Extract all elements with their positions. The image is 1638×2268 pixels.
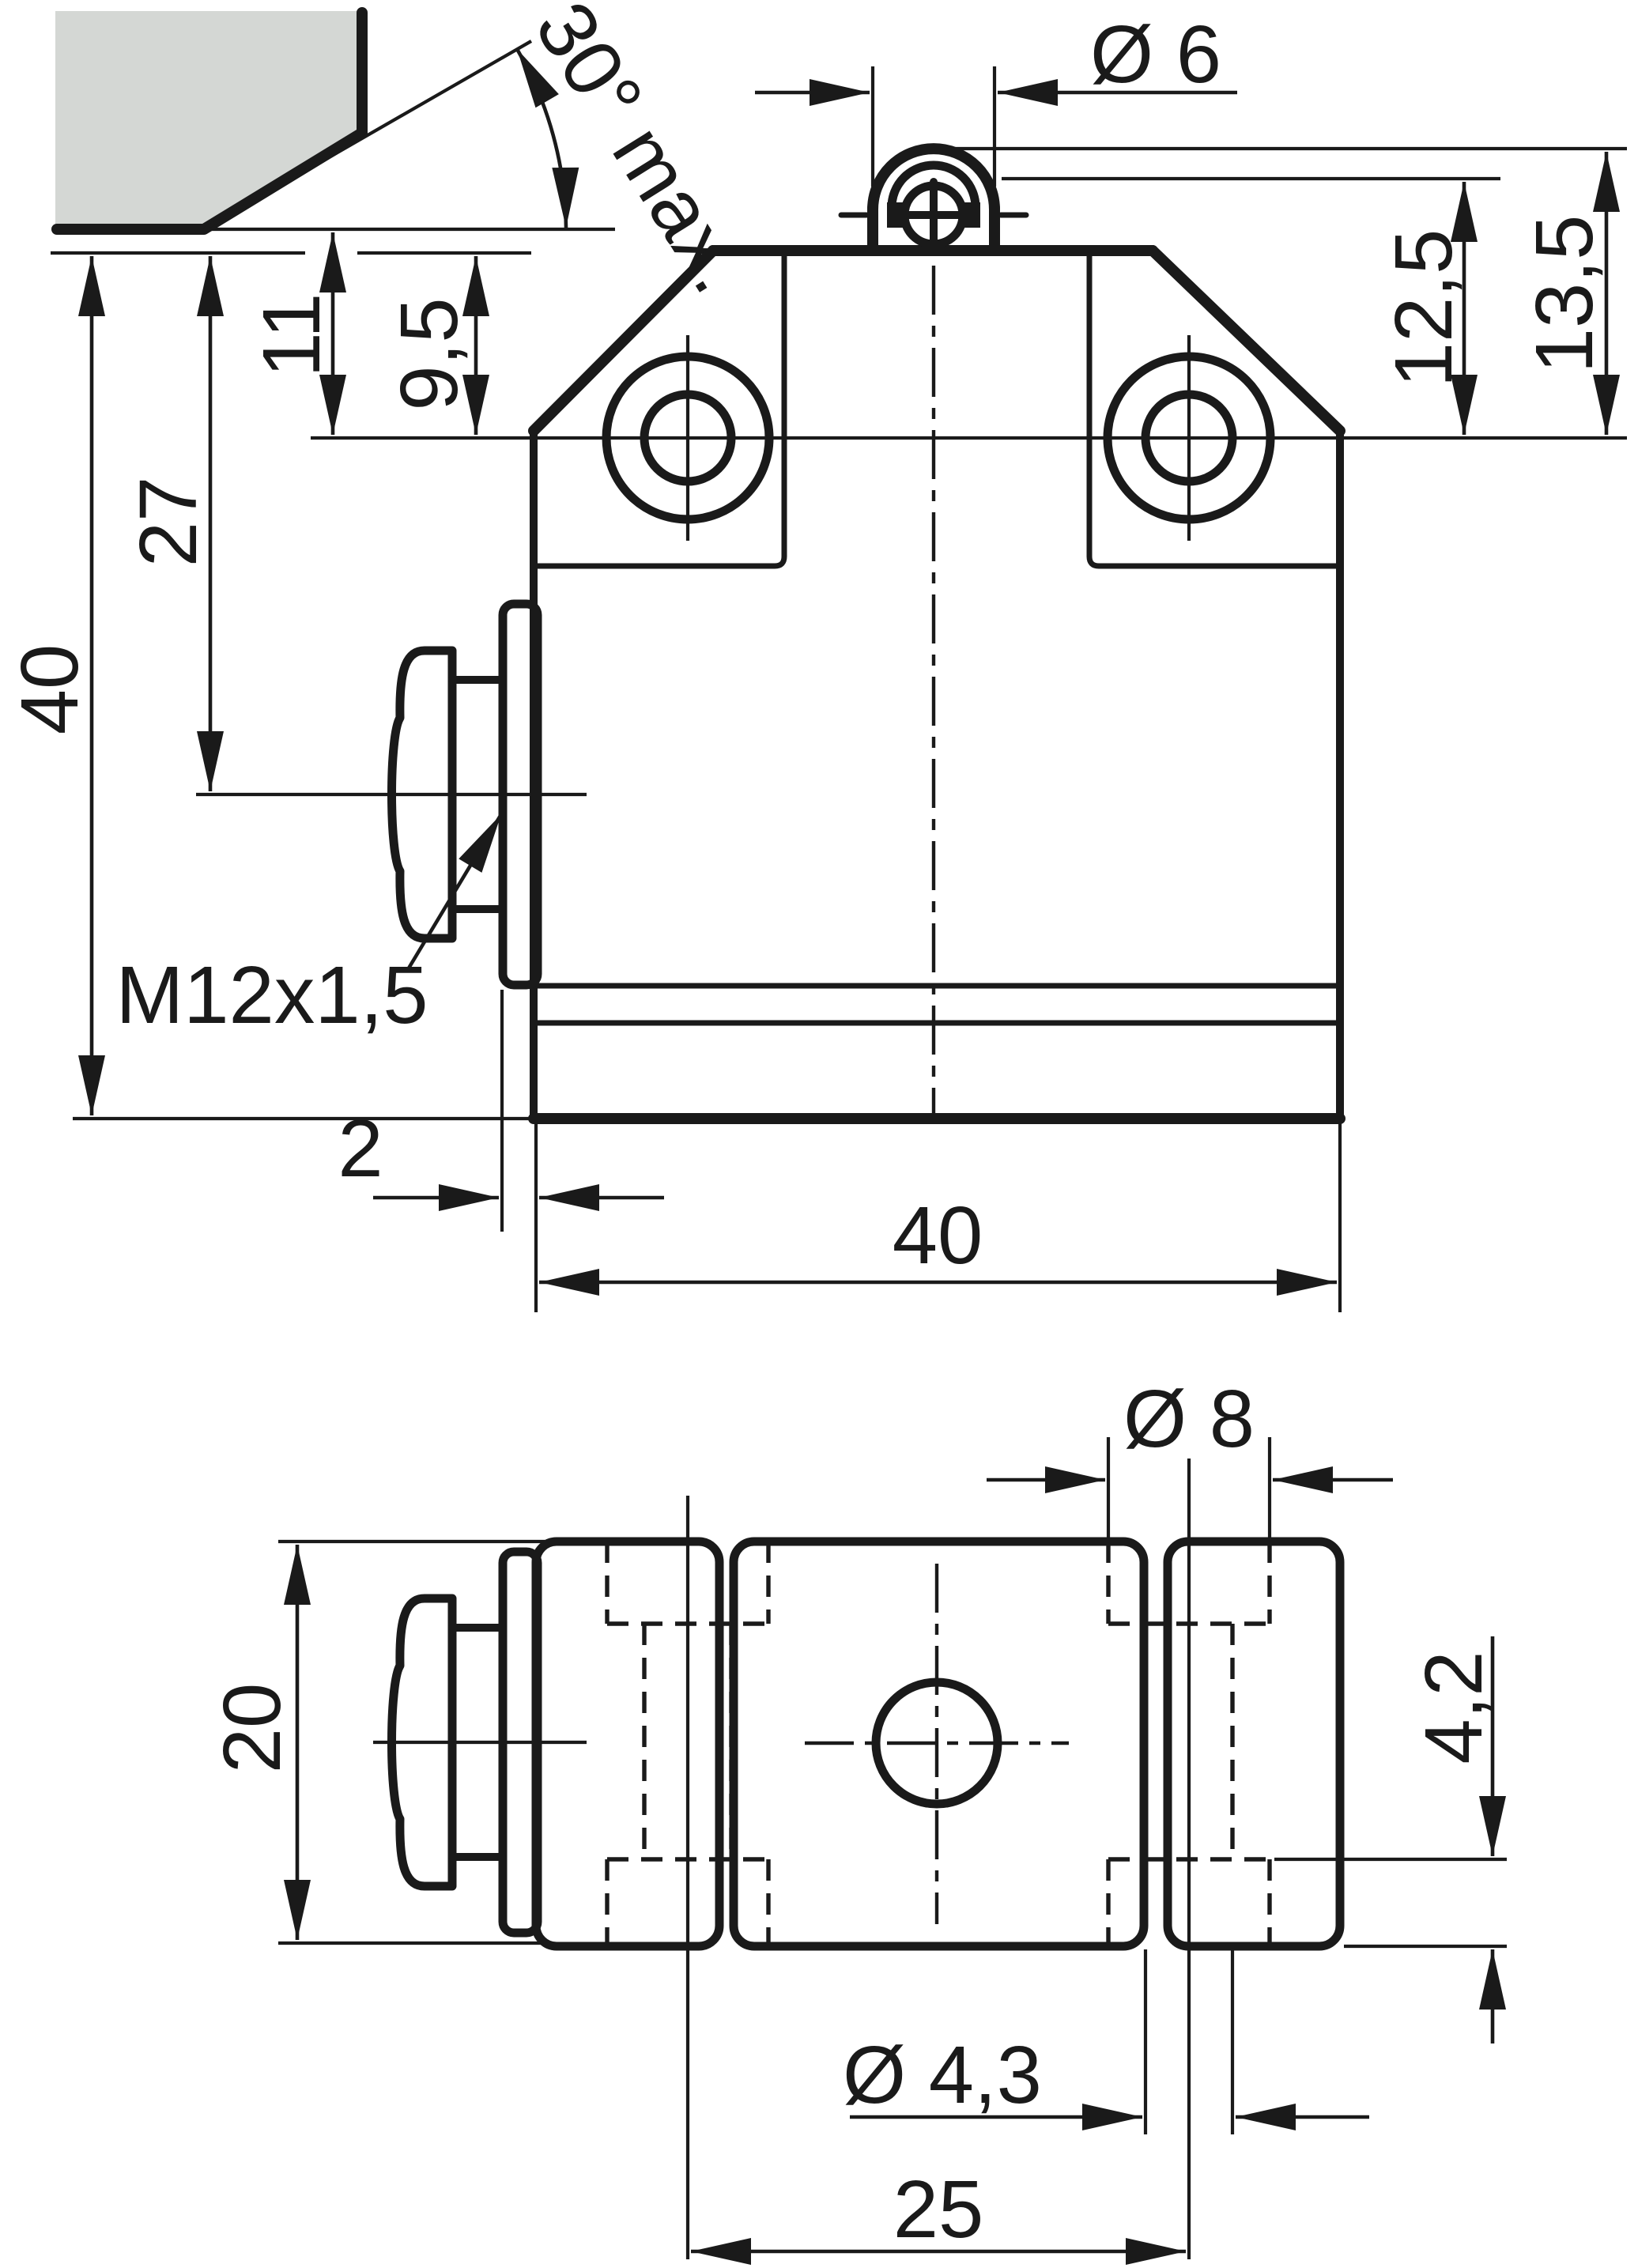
dim-label-13-5: 13,5 bbox=[1519, 215, 1610, 373]
thread-label: M12x1,5 bbox=[115, 949, 428, 1040]
cam-plate-edge bbox=[51, 7, 368, 235]
body-section-middle bbox=[729, 1537, 1149, 1951]
dim-label-4-2: 4,2 bbox=[1408, 1651, 1499, 1764]
head-contour-left bbox=[530, 250, 787, 569]
pivot-tab-left bbox=[887, 202, 904, 228]
angle-arc bbox=[515, 47, 579, 228]
bottom-view: 20 Ø 8 4,2 Ø 4,3 25 bbox=[206, 1373, 1507, 2265]
dim-label-27: 27 bbox=[123, 477, 213, 568]
body-chamfer-right bbox=[1147, 245, 1346, 436]
dim-label-height-40: 40 bbox=[4, 644, 95, 735]
cam-angle-line bbox=[202, 40, 533, 231]
cam-plate bbox=[55, 11, 362, 229]
roller-inner bbox=[887, 160, 980, 208]
dim-label-d8: Ø 8 bbox=[1123, 1373, 1255, 1464]
dim-label-9-5: 9,5 bbox=[383, 297, 474, 410]
dim-label-20: 20 bbox=[206, 1683, 297, 1774]
gland-nut-bottom bbox=[387, 1594, 457, 1891]
side-view: 30° max. 40 27 11 9,5 bbox=[4, 0, 1627, 1312]
dim-label-12-5: 12,5 bbox=[1378, 229, 1469, 387]
pivot-tab-right bbox=[963, 202, 980, 228]
dim-label-2: 2 bbox=[338, 1103, 383, 1194]
body-chamfer-left bbox=[528, 245, 719, 436]
gland-nut-side bbox=[387, 646, 457, 943]
dim-label-25: 25 bbox=[893, 2164, 984, 2255]
head-contour-right bbox=[1086, 250, 1343, 569]
gland-plate-side bbox=[498, 599, 542, 990]
dim-label-width-40: 40 bbox=[893, 1190, 983, 1281]
gland-plate-bottom bbox=[498, 1547, 542, 1938]
dim-label-angle: 30° max. bbox=[518, 0, 766, 308]
dim-label-d43: Ø 4,3 bbox=[843, 2029, 1042, 2120]
dim-label-d6: Ø 6 bbox=[1090, 9, 1221, 100]
body-section-right bbox=[1163, 1537, 1345, 1951]
dim-label-11: 11 bbox=[246, 293, 337, 378]
thread-leader bbox=[406, 813, 503, 972]
